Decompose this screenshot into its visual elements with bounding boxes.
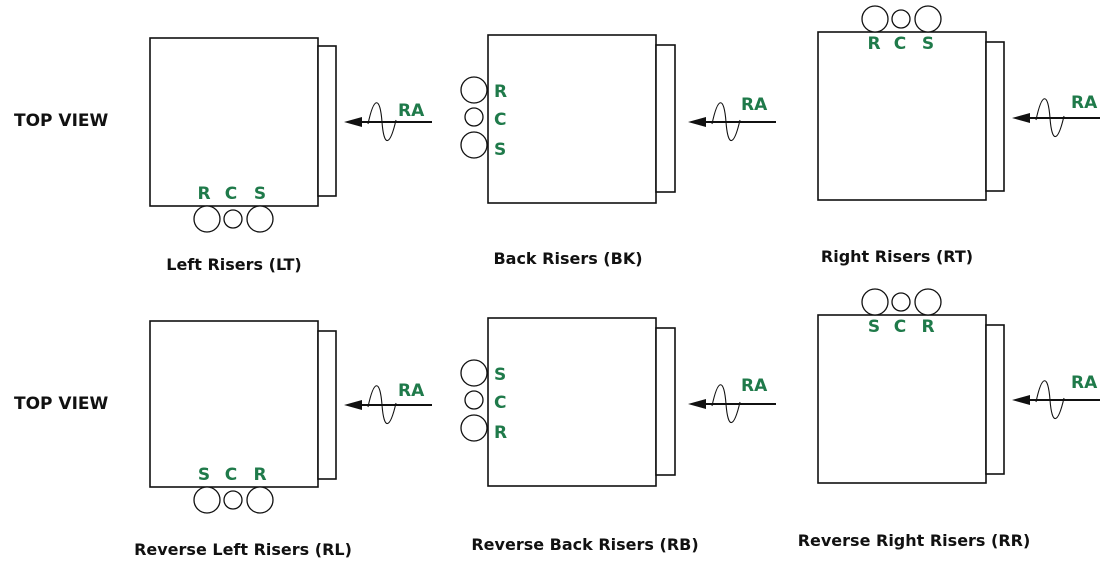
airflow-arrowhead-icon [344,117,362,127]
airflow-swirl-icon [367,385,397,425]
airflow-swirl-icon [711,102,741,142]
riser-pipe-icon [246,205,274,233]
riser-letter: S [922,34,934,54]
riser-pipe-icon [460,131,488,159]
riser-pipe-icon [193,486,221,514]
riser-pipe-icon [460,414,488,442]
airflow-label: RA [398,381,425,401]
riser-letter: C [225,465,237,485]
riser-pipe-icon [246,486,274,514]
riser-pipe-icon [460,76,488,104]
unit-box [817,31,987,201]
airflow-label: RA [1071,93,1098,113]
riser-pipe-icon [861,5,889,33]
riser-pipe-icon [914,288,942,316]
airflow-label: RA [1071,373,1098,393]
riser-letter: R [197,184,210,204]
riser-pipe-icon [464,107,484,127]
airflow-swirl-icon [1035,98,1065,138]
row-label-bottom: TOP VIEW [14,394,109,414]
riser-pipe-icon [223,209,243,229]
riser-letter: S [198,465,210,485]
airflow-swirl-icon [711,384,741,424]
riser-letter: C [894,317,906,337]
riser-pipe-icon [861,288,889,316]
riser-pipe-icon [891,292,911,312]
riser-letter: R [867,34,880,54]
airflow-arrowhead-icon [1012,395,1030,405]
unit-box [817,314,987,484]
side-panel [985,324,1005,475]
unit-panel: RA RCS Back Risers (BK) [460,34,776,268]
panel-caption: Reverse Right Risers (RR) [798,531,1031,550]
riser-letter: R [253,465,266,485]
airflow-label: RA [741,376,768,396]
riser-pipe-icon [223,490,243,510]
airflow-label: RA [741,95,768,115]
airflow-arrowhead-icon [688,399,706,409]
riser-letter: S [254,184,266,204]
riser-letter: R [494,82,507,102]
riser-letter: C [494,110,506,130]
airflow-label: RA [398,101,425,121]
riser-letter: R [921,317,934,337]
airflow-swirl-icon [367,102,397,142]
riser-letter: S [494,365,506,385]
riser-pipe-icon [464,390,484,410]
unit-box [487,34,657,204]
panel-caption: Back Risers (BK) [493,249,642,268]
side-panel [317,330,337,480]
riser-pipe-icon [460,359,488,387]
riser-pipe-icon [193,205,221,233]
unit-panel: RA SCR Reverse Back Risers (RB) [460,317,776,554]
riser-pipe-icon [891,9,911,29]
airflow-swirl-icon [1035,380,1065,420]
panel-caption: Right Risers (RT) [821,247,973,266]
airflow-arrowhead-icon [1012,113,1030,123]
riser-letter: R [494,423,507,443]
unit-box [149,37,319,207]
riser-letter: C [494,393,506,413]
airflow-arrowhead-icon [688,117,706,127]
riser-letter: S [868,317,880,337]
side-panel [655,44,676,193]
panel-caption: Left Risers (LT) [166,255,301,274]
airflow-arrowhead-icon [344,400,362,410]
riser-letter: S [494,140,506,160]
riser-letter: C [894,34,906,54]
panel-caption: Reverse Left Risers (RL) [134,540,352,559]
riser-pipe-icon [914,5,942,33]
side-panel [317,45,337,197]
side-panel [655,327,676,476]
riser-letter: C [225,184,237,204]
row-label-top: TOP VIEW [14,111,109,131]
panel-caption: Reverse Back Risers (RB) [471,535,698,554]
unit-box [487,317,657,487]
unit-box [149,320,319,488]
side-panel [985,41,1005,192]
